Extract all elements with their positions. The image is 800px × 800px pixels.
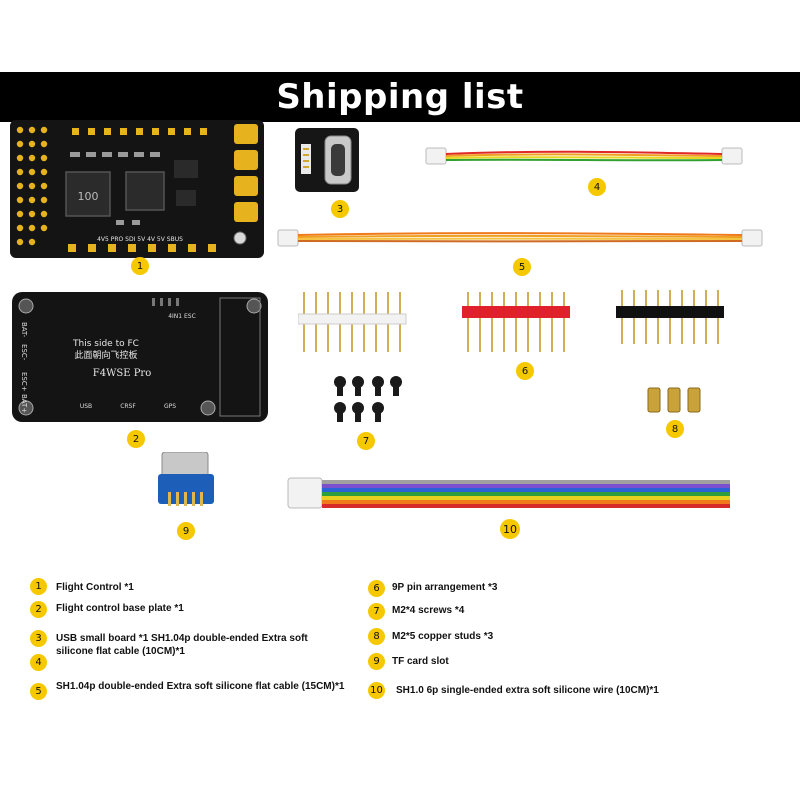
svg-text:GPS: GPS bbox=[164, 403, 176, 410]
svg-text:ESC-: ESC- bbox=[20, 344, 28, 361]
svg-text:ESC+: ESC+ bbox=[20, 372, 28, 392]
svg-text:CRSF: CRSF bbox=[120, 403, 136, 410]
6p-wire-photo bbox=[287, 477, 730, 509]
legend-num-9: 9 bbox=[368, 653, 385, 670]
badge-3: 3 bbox=[331, 200, 349, 218]
cable-4-photo bbox=[425, 147, 743, 165]
pin-header-photo bbox=[298, 290, 724, 352]
legend-num-2: 2 bbox=[30, 601, 47, 618]
svg-text:4V5 PRO SDI 5V 4V 5V SBU: 4V5 PRO SDI 5V 4V 5V SBUS bbox=[97, 236, 183, 243]
badge-8: 8 bbox=[666, 420, 684, 438]
svg-text:此面朝向飞控板: 此面朝向飞控板 bbox=[74, 349, 137, 361]
legend-num-8: 8 bbox=[368, 628, 385, 645]
badge-6: 6 bbox=[516, 362, 534, 380]
legend-text-7: M2*4 screws *4 bbox=[392, 605, 465, 616]
legend-text-3: USB small board *1 SH1.04p double-ended … bbox=[56, 633, 308, 657]
legend-text-9: TF card slot bbox=[392, 656, 449, 667]
copper-studs-photo bbox=[647, 387, 701, 413]
legend-text-10: SH1.0 6p single-ended extra soft silicon… bbox=[396, 685, 659, 696]
page-title: Shipping list bbox=[276, 77, 524, 117]
legend-num-6: 6 bbox=[368, 580, 385, 597]
legend-num-1: 1 bbox=[30, 578, 47, 595]
svg-text:F4WSE Pro: F4WSE Pro bbox=[93, 368, 151, 379]
usb-board-photo bbox=[295, 128, 359, 192]
flight-controller-photo: 100 4V5 PRO SDI 5V 4V 5V SBUS bbox=[10, 120, 264, 258]
legend-text-2: Flight control base plate *1 bbox=[56, 603, 184, 614]
legend-text-1: Flight Control *1 bbox=[56, 582, 134, 593]
svg-text:4IN1 ESC: 4IN1 ESC bbox=[168, 313, 196, 320]
badge-10: 10 bbox=[500, 519, 520, 539]
badge-7: 7 bbox=[357, 432, 375, 450]
legend-num-5: 5 bbox=[30, 683, 47, 700]
svg-text:USB: USB bbox=[80, 403, 92, 410]
svg-text:100: 100 bbox=[78, 190, 99, 203]
legend-num-7: 7 bbox=[368, 603, 385, 620]
legend-text-5: SH1.04p double-ended Extra soft silicone… bbox=[56, 681, 345, 692]
base-plate-photo: This side to FC 此面朝向飞控板 F4WSE Pro 4IN1 E… bbox=[12, 292, 268, 422]
legend-num-4: 4 bbox=[30, 654, 47, 671]
badge-9: 9 bbox=[177, 522, 195, 540]
legend-num-3: 3 bbox=[30, 630, 47, 647]
title-bar: Shipping list bbox=[0, 72, 800, 122]
badge-1: 1 bbox=[131, 257, 149, 275]
legend-text-6: 9P pin arrangement *3 bbox=[392, 582, 498, 593]
badge-4: 4 bbox=[588, 178, 606, 196]
badge-2: 2 bbox=[127, 430, 145, 448]
svg-text:This side to FC: This side to FC bbox=[72, 339, 139, 349]
badge-5: 5 bbox=[513, 258, 531, 276]
svg-text:BAT+: BAT+ bbox=[20, 394, 28, 413]
tf-card-slot-photo bbox=[158, 452, 214, 506]
legend-text-8: M2*5 copper studs *3 bbox=[392, 631, 494, 642]
screws-photo bbox=[334, 376, 402, 422]
cable-5-photo bbox=[277, 229, 763, 247]
legend-num-10: 10 bbox=[368, 682, 385, 699]
svg-text:BAT-: BAT- bbox=[20, 322, 28, 338]
